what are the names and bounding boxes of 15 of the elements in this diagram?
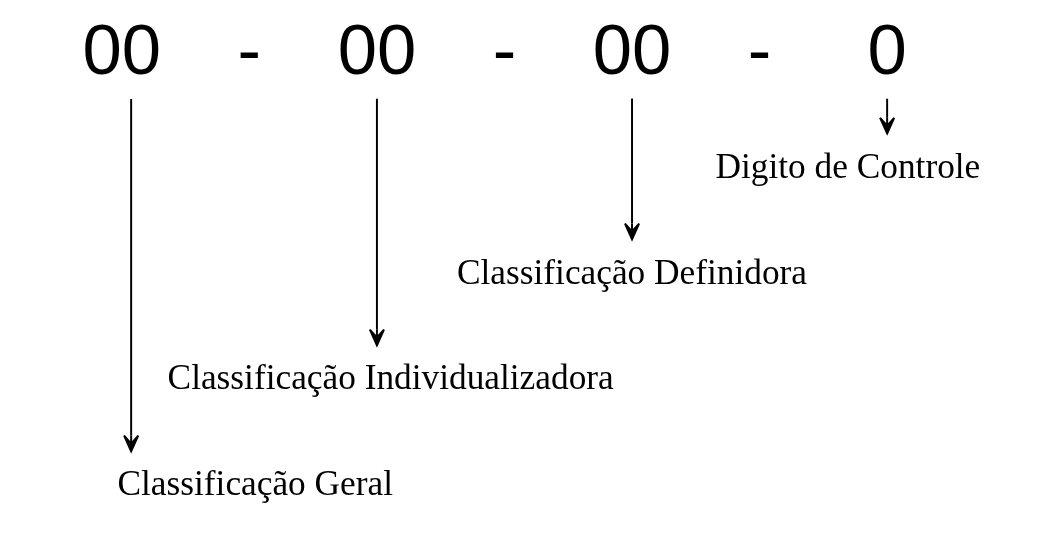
label: - [747, 10, 772, 90]
node-text: 00 [592, 10, 672, 90]
arrow [368, 97, 385, 347]
node-text: Classificação Individualizadora [167, 358, 614, 398]
arrow [879, 97, 896, 135]
node-text: 0 [867, 10, 907, 90]
node-text: Classificação Definidora [457, 252, 808, 292]
label: - [492, 10, 517, 90]
label: - [237, 10, 262, 90]
node-text: 00 [82, 10, 162, 90]
node-text: 00 [337, 10, 417, 90]
node-text: Classificação Geral [117, 464, 394, 504]
arrow [123, 98, 140, 453]
arrow [624, 97, 641, 241]
node-text: Digito de Controle [715, 146, 981, 186]
